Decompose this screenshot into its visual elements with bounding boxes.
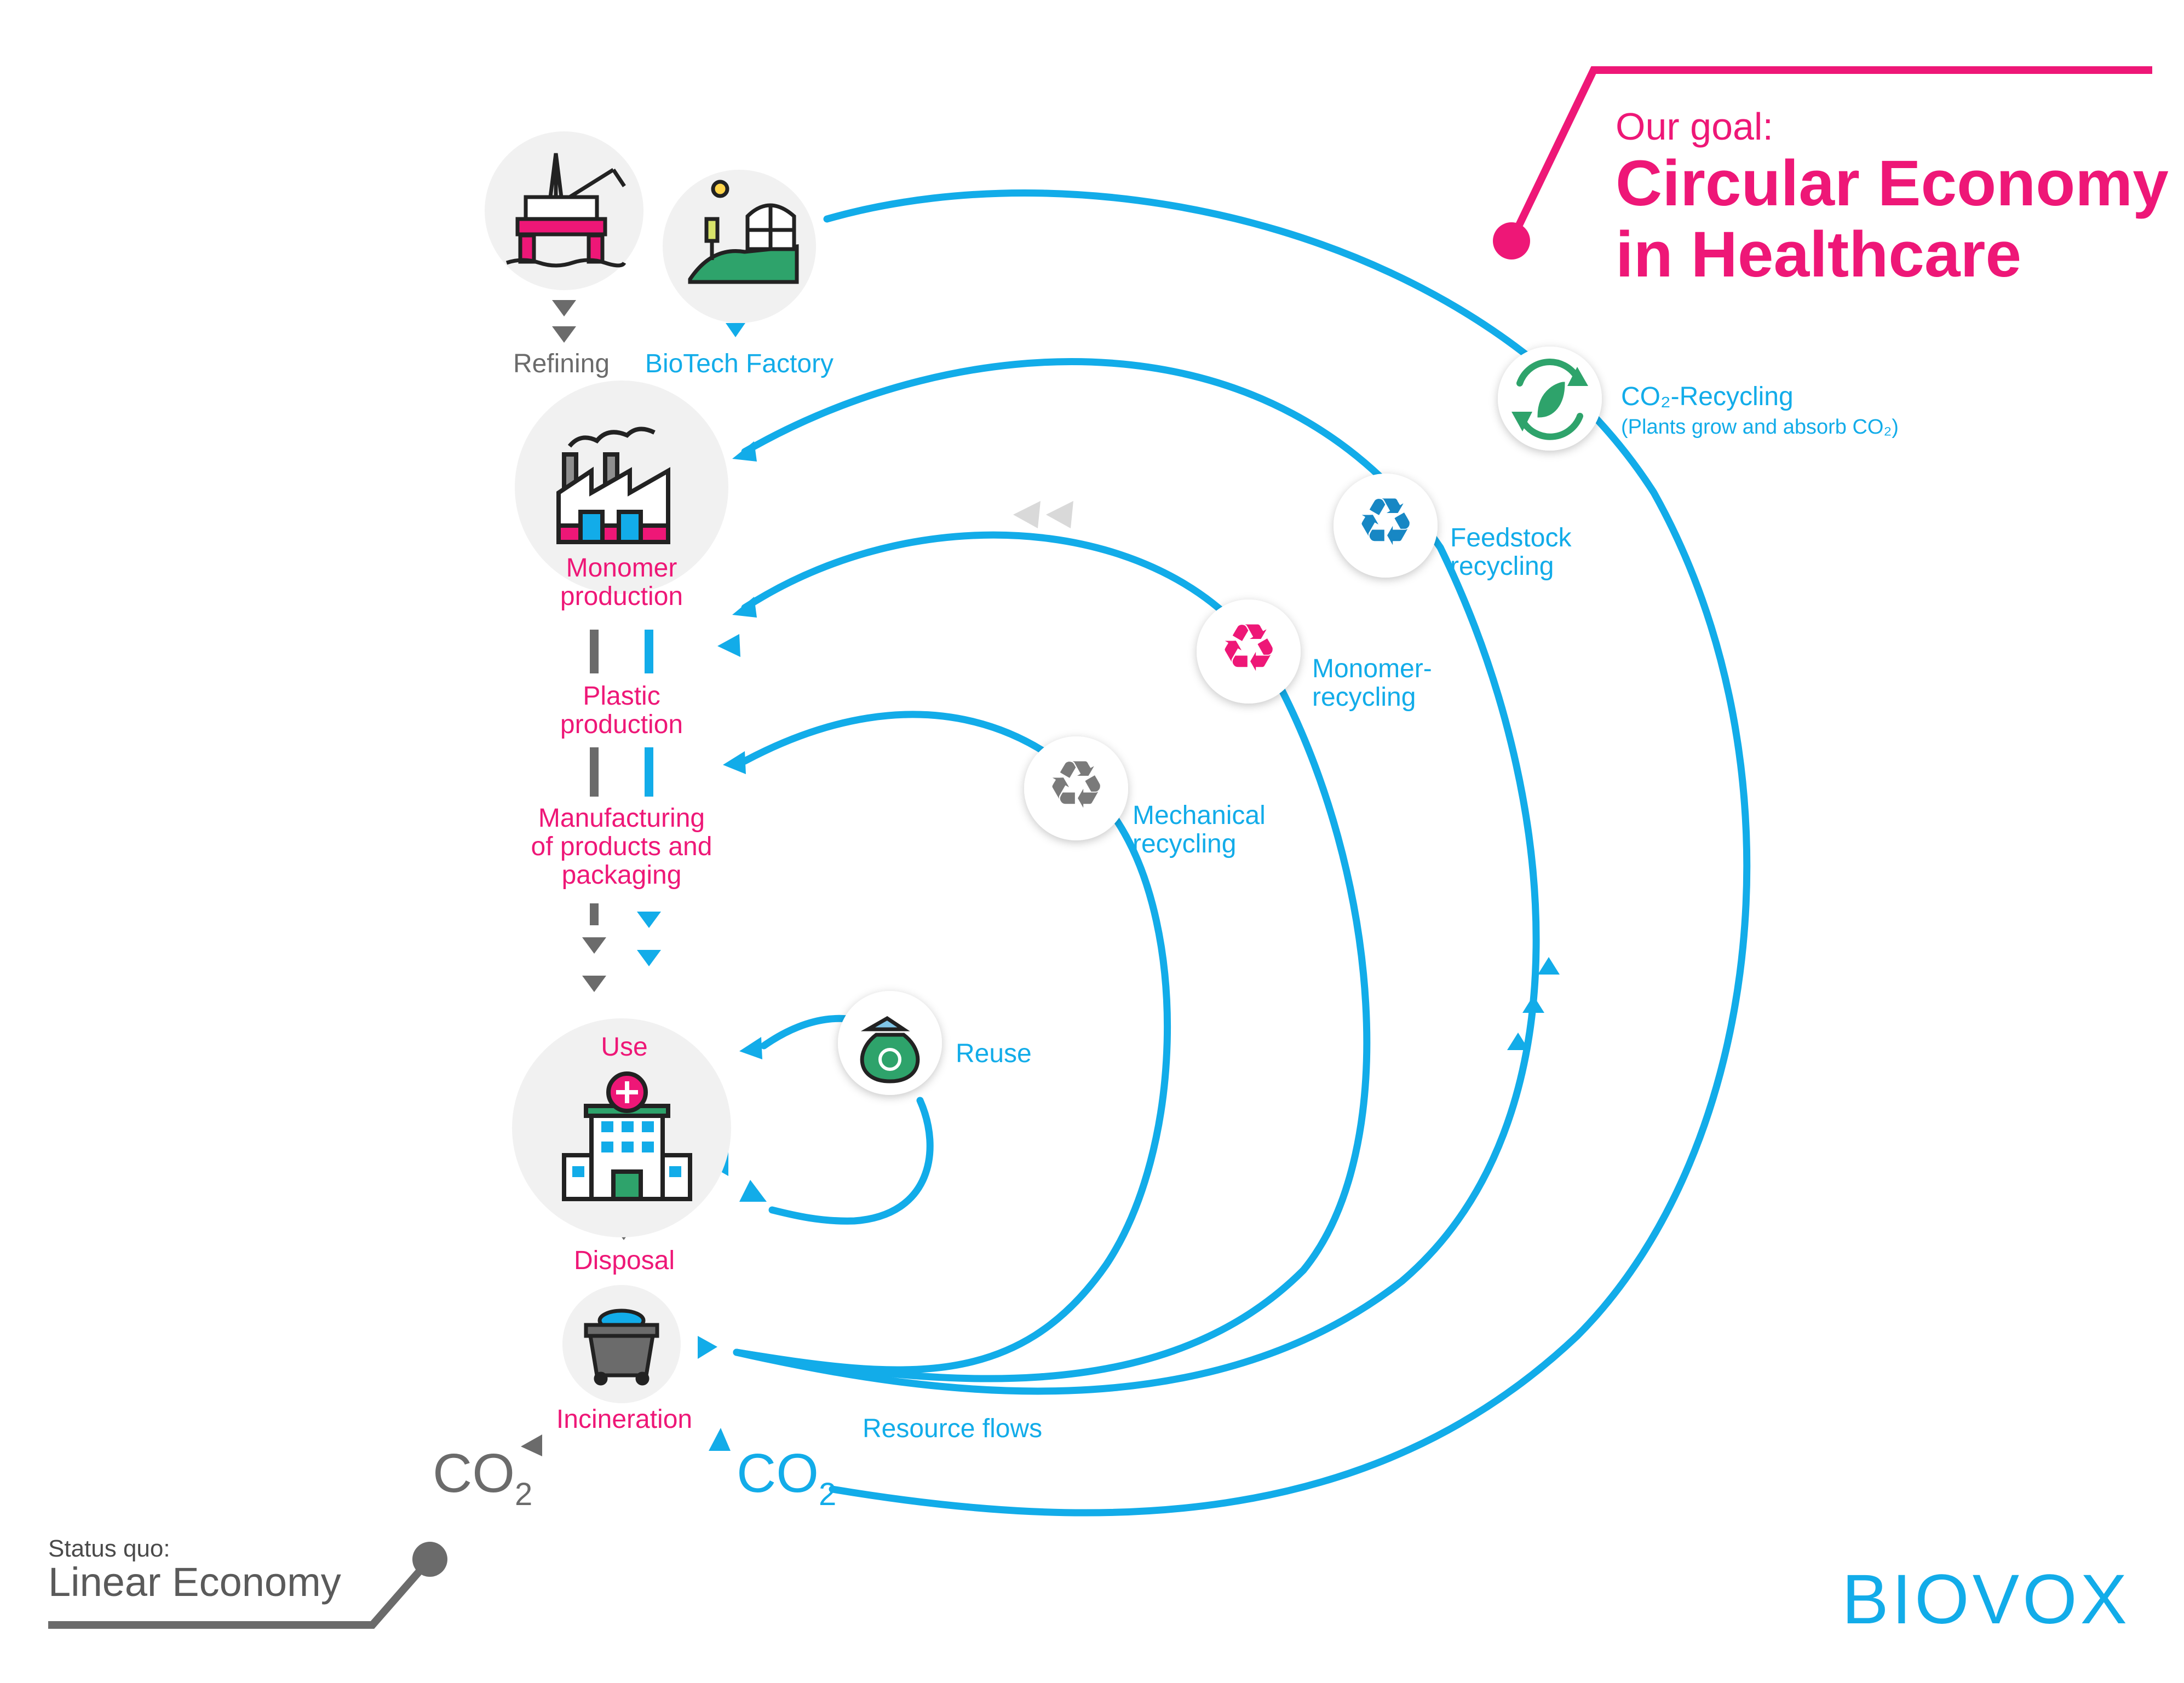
biotech-greenhouse-icon — [688, 180, 799, 284]
monomer-label-2: production — [560, 582, 683, 611]
flow-arc-mechanical — [733, 711, 1171, 1374]
co2-recycling-title: CO₂-Recycling — [1621, 382, 1794, 411]
faint-arrowheads — [1013, 501, 1073, 528]
biotech-label: BioTech Factory — [645, 349, 834, 378]
node-feedstock: ♻ — [1334, 474, 1438, 578]
arrow-biotech-2 — [726, 323, 745, 337]
oil-rig-icon — [505, 153, 627, 268]
linear-flow-bars — [590, 630, 653, 925]
arrow-to-manufacturing — [723, 751, 746, 774]
flow-arc-monomer-recycling — [733, 531, 1371, 1382]
arrow-co2-up-2 — [1522, 995, 1544, 1013]
node-reuse — [838, 991, 942, 1095]
refining-label: Refining — [513, 349, 610, 378]
resource-flows-label: Resource flows — [863, 1414, 1042, 1443]
arrow-to-bin — [698, 1336, 717, 1359]
factory-icon — [556, 426, 670, 544]
manufacturing-label-2: of products and — [531, 832, 712, 861]
co2-cycle-leaf-icon — [1511, 359, 1588, 440]
status-title: Linear Economy — [48, 1559, 341, 1605]
co2-blue-label: CO2 — [737, 1443, 836, 1512]
plastic-label-1: Plastic — [583, 682, 660, 711]
flow-arrowheads — [698, 296, 1560, 1451]
reuse-bag-icon — [860, 1016, 920, 1083]
arrow-co2-gray — [521, 1434, 542, 1456]
co2-gray-label: CO2 — [433, 1443, 532, 1512]
text-layer: Our goal: Circular Economy in Healthcare… — [48, 105, 2169, 1639]
mechanical-label-1: Mechanical — [1133, 801, 1266, 830]
feedstock-label-1: Feedstock — [1450, 523, 1572, 552]
incineration-label: Incineration — [556, 1405, 692, 1434]
node-factory — [515, 381, 728, 594]
plastic-label-2: production — [560, 710, 683, 739]
reuse-label: Reuse — [956, 1039, 1032, 1068]
recycle-gray-icon: ♻ — [1047, 748, 1106, 822]
blue-down-arrowheads — [637, 912, 661, 966]
node-waste-bin — [562, 1285, 681, 1403]
node-mechanical: ♻ — [1024, 736, 1128, 840]
arrow-co2-up-3 — [1507, 1033, 1529, 1050]
node-co2-recycling — [1498, 347, 1602, 451]
recycle-pink-icon: ♻ — [1219, 612, 1278, 685]
node-hospital — [512, 1018, 731, 1237]
mechanical-label-2: recycling — [1133, 829, 1236, 858]
monomer-recycling-label-1: Monomer- — [1312, 654, 1432, 683]
hospital-icon — [562, 1071, 692, 1201]
recycle-blue-icon: ♻ — [1356, 486, 1415, 559]
node-biotech — [663, 170, 816, 323]
arrow-to-plastic — [717, 634, 740, 657]
feedstock-label-2: recycling — [1450, 552, 1554, 581]
co2-recycling-subtitle: (Plants grow and absorb CO₂) — [1621, 416, 1899, 439]
flow-arc-co2-recycling — [823, 189, 1751, 1517]
monomer-recycling-label-2: recycling — [1312, 683, 1416, 712]
manufacturing-label-3: packaging — [562, 861, 682, 890]
disposal-label: Disposal — [574, 1246, 675, 1275]
status-accent — [48, 1542, 447, 1629]
arrow-co2-up-1 — [1538, 957, 1560, 975]
biovox-logo: BIOVOX — [1842, 1560, 2130, 1639]
node-oil-rig — [485, 131, 643, 290]
use-label: Use — [601, 1033, 647, 1062]
arrow-to-monomer-1 — [732, 441, 757, 462]
goal-accent — [1493, 66, 2152, 260]
monomer-label-1: Monomer — [566, 554, 677, 583]
goal-pretitle: Our goal: — [1616, 105, 1773, 148]
flow-arc-feedstock — [733, 358, 1540, 1395]
arrow-to-use-bottom — [739, 1180, 767, 1202]
goal-title-line1: Circular Economy — [1616, 147, 2169, 220]
arrow-to-use-top — [739, 1037, 762, 1059]
resource-flow-arcs — [733, 189, 1751, 1517]
flow-arc-reuse-lower — [768, 1097, 934, 1225]
node-monomer-recycling: ♻ — [1197, 600, 1301, 704]
waste-bin-icon — [584, 1309, 659, 1386]
arrow-to-monomer-2 — [732, 597, 757, 618]
goal-title-line2: in Healthcare — [1616, 218, 2021, 291]
status-pretitle: Status quo: — [48, 1535, 170, 1562]
manufacturing-label-1: Manufacturing — [538, 804, 705, 833]
arrow-to-incineration-co2 — [709, 1428, 731, 1451]
